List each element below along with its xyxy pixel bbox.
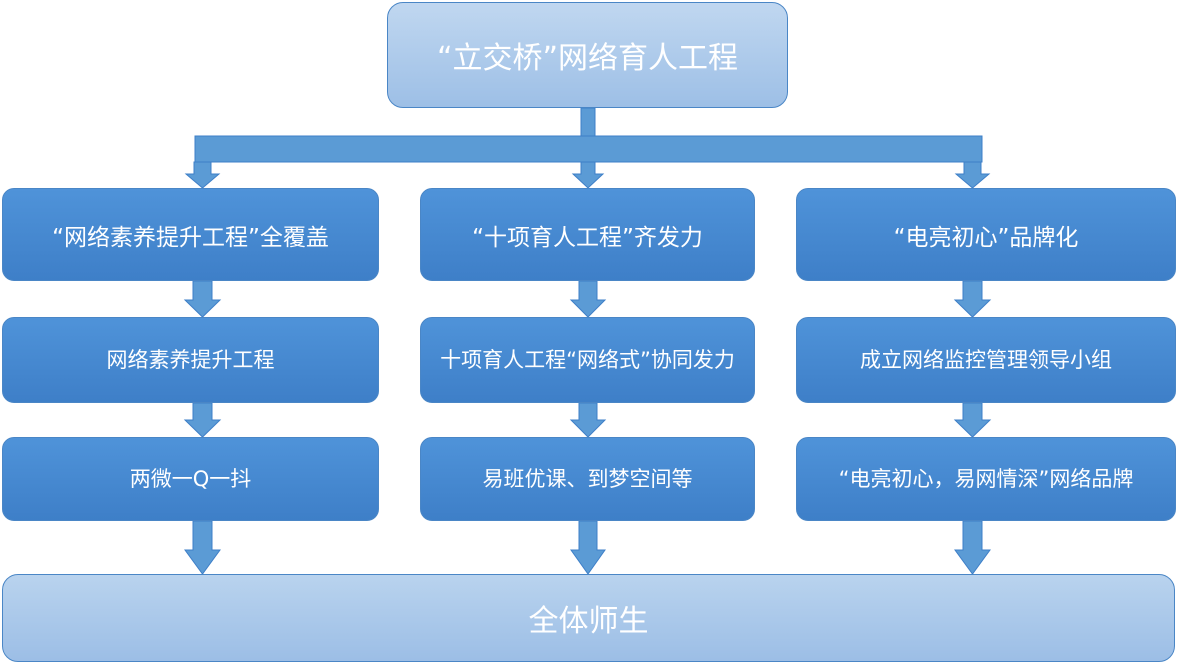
arrow-root-branch-3 xyxy=(954,161,991,189)
root-node-label: “立交桥”网络育人工程 xyxy=(436,41,739,76)
arrow-root-branch-2 xyxy=(571,161,605,189)
arrow-b1-l3-target xyxy=(184,520,221,575)
branch-1-step2-label: 两微一Q一抖 xyxy=(129,466,252,491)
arrow-b3-l3-target xyxy=(954,520,991,575)
branch-3-step1-node: 成立网络监控管理领导小组 xyxy=(796,317,1176,403)
target-node-label: 全体师生 xyxy=(528,604,649,639)
arrow-b1-l1-l2 xyxy=(183,280,222,318)
branch-3-step2-node: “电亮初心，易网情深”网络品牌 xyxy=(796,437,1176,521)
branch-2-title-node: “十项育人工程”齐发力 xyxy=(420,188,755,281)
arrow-b3-l1-l2 xyxy=(953,280,992,318)
branch-1-step1-node: 网络素养提升工程 xyxy=(2,317,379,403)
branch-3-step1-label: 成立网络监控管理领导小组 xyxy=(860,347,1112,372)
branch-1-step2-node: 两微一Q一抖 xyxy=(2,437,379,521)
branch-2-step2-node: 易班优课、到梦空间等 xyxy=(420,437,755,521)
arrow-b2-l1-l2 xyxy=(569,280,607,318)
arrow-b2-l3-target xyxy=(570,520,606,575)
branch-2-step2-label: 易班优课、到梦空间等 xyxy=(482,466,693,491)
arrow-b1-l2-l3 xyxy=(183,402,222,438)
bus-line xyxy=(194,135,983,163)
branch-3-step2-label: “电亮初心，易网情深”网络品牌 xyxy=(838,466,1134,491)
branch-1-title-node: “网络素养提升工程”全覆盖 xyxy=(2,188,379,281)
arrow-b3-l2-l3 xyxy=(953,402,992,438)
arrow-b2-l2-l3 xyxy=(569,402,607,438)
trunk-line xyxy=(580,107,596,137)
branch-3-title-label: “电亮初心”品牌化 xyxy=(893,224,1079,251)
root-node: “立交桥”网络育人工程 xyxy=(387,2,788,108)
arrow-root-branch-1 xyxy=(184,161,221,189)
branch-3-title-node: “电亮初心”品牌化 xyxy=(796,188,1176,281)
branch-2-step1-label: 十项育人工程“网络式”协同发力 xyxy=(440,347,735,372)
branch-1-title-label: “网络素养提升工程”全覆盖 xyxy=(52,224,329,251)
target-node: 全体师生 xyxy=(2,574,1175,662)
branch-2-title-label: “十项育人工程”齐发力 xyxy=(472,224,703,251)
branch-1-step1-label: 网络素养提升工程 xyxy=(106,347,275,372)
branch-2-step1-node: 十项育人工程“网络式”协同发力 xyxy=(420,317,755,403)
